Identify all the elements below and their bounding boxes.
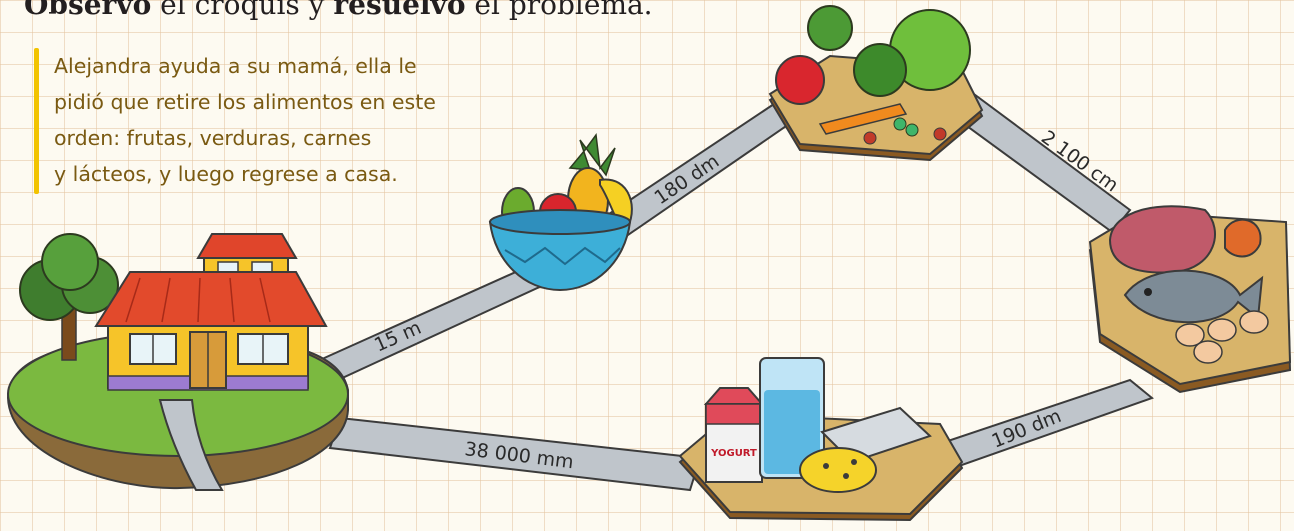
- instruction-verb-resuelvo: resuelvo: [333, 0, 466, 21]
- house-icon: [94, 233, 328, 391]
- meats-board-icon: [1088, 205, 1292, 394]
- yogurt-label: YOGURT: [710, 448, 757, 459]
- fruit-bowl-icon: [488, 133, 633, 292]
- problem-text: Alejandra ayuda a su mamá, ella le pidió…: [54, 54, 436, 186]
- vegetables-board-icon: [768, 5, 984, 162]
- instruction-verb-observo: Observo: [24, 0, 152, 21]
- problem-accent-bar: [34, 48, 39, 194]
- instruction-text-2: el problema.: [465, 0, 653, 21]
- instruction-text-1: el croquis y: [151, 0, 334, 21]
- dairy-board-icon: YOGURT: [678, 357, 964, 522]
- problem-statement: Alejandra ayuda a su mamá, ella le pidió…: [34, 48, 504, 194]
- distance-meats-dairy: 190 dm: [989, 405, 1065, 453]
- instruction-heading: Observo el croquis y resuelvo el problem…: [24, 0, 653, 21]
- tree-icon: [19, 233, 119, 361]
